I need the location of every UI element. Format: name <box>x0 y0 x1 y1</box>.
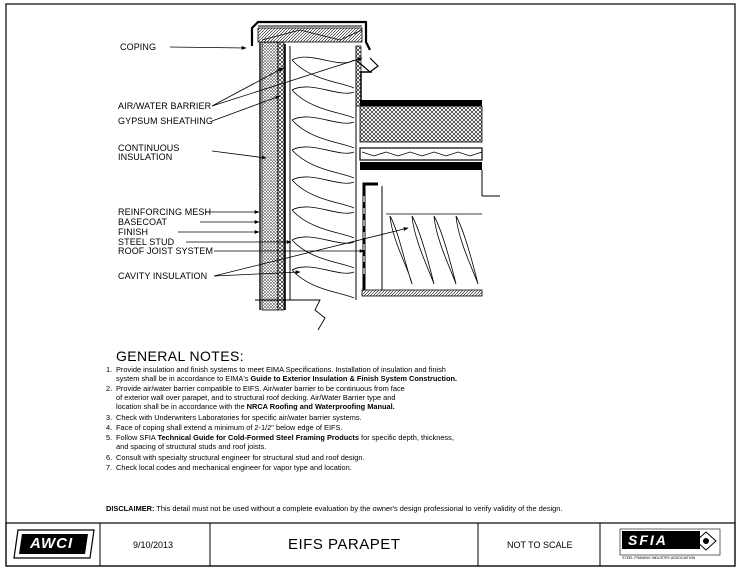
label-continuous-insulation-line2: INSULATION <box>118 152 173 162</box>
note-item: 6.Consult with specialty structural engi… <box>106 452 666 463</box>
disclaimer-label: DISCLAIMER: <box>106 504 155 513</box>
note-text: Provide air/water barrier compatible to … <box>116 384 405 394</box>
awci-logo <box>13 529 95 559</box>
roof-cavity-insulation <box>389 215 479 285</box>
drawing-title: EIFS PARAPET <box>288 536 401 553</box>
coping <box>250 20 371 51</box>
label-steel-stud: STEEL STUD <box>118 237 175 247</box>
note-text: Check with Underwriters Laboratories for… <box>116 412 362 422</box>
leader-lines <box>169 46 409 277</box>
label-finish: FINISH <box>118 227 149 237</box>
note-text: and spacing of structural studs and roof… <box>116 442 267 452</box>
note-item: 2.Provide air/water barrier compatible t… <box>106 384 666 412</box>
note-text: location shall be in accordance with the <box>116 402 247 412</box>
note-number: 6. <box>106 452 113 462</box>
note-text: Consult with specialty structural engine… <box>116 452 365 462</box>
disclaimer-text: This detail must not be used without a c… <box>154 504 563 513</box>
label-reinforcing-mesh: REINFORCING MESH <box>118 207 212 217</box>
note-text: Follow SFIA <box>116 433 158 443</box>
drawing-date: 9/10/2013 <box>133 540 174 550</box>
note-text: Face of coping shall extend a minimum of… <box>116 422 343 432</box>
note-item: 7.Check local codes and mechanical engin… <box>106 463 666 473</box>
roof-insulation <box>359 105 483 143</box>
note-item: 5.Follow SFIA Technical Guide for Cold-F… <box>106 433 666 452</box>
general-notes-list: 1.Provide insulation and finish systems … <box>106 365 666 474</box>
label-gypsum-sheathing: GYPSUM SHEATHING <box>118 116 213 126</box>
note-bold-reference: Guide to Exterior Insulation & Finish Sy… <box>250 373 458 383</box>
note-number: 4. <box>106 422 113 432</box>
note-text: Check local codes and mechanical enginee… <box>116 463 352 473</box>
note-text: Provide insulation and finish systems to… <box>116 365 446 374</box>
note-number: 3. <box>106 412 113 422</box>
wall-cavity-insulation <box>291 56 355 299</box>
label-roof-joist-system: ROOF JOIST SYSTEM <box>118 246 214 256</box>
note-text: for specific depth, thickness, <box>358 433 454 443</box>
note-item: 4.Face of coping shall extend a minimum … <box>106 422 666 433</box>
disclaimer: DISCLAIMER: This detail must not be used… <box>106 504 562 513</box>
general-notes-title: GENERAL NOTES: <box>116 348 244 364</box>
roof-deck <box>359 147 483 161</box>
note-item: 1.Provide insulation and finish systems … <box>106 365 666 384</box>
awci-logo-text: AWCI <box>30 535 74 552</box>
drawing-scale: NOT TO SCALE <box>507 540 573 550</box>
note-text: system shall be in accordance to EIMA's <box>116 373 251 383</box>
eifs-insulation <box>261 41 279 311</box>
note-number: 5. <box>106 433 113 443</box>
sfia-logo-text: SFIA <box>628 532 668 548</box>
note-bold-reference: NRCA Roofing and Waterproofing Manual. <box>246 402 395 412</box>
label-continuous-insulation-line1: CONTINUOUS <box>118 143 180 153</box>
sheet-border <box>5 3 736 567</box>
note-text: of exterior wall over parapet, and to st… <box>116 393 396 403</box>
label-air-water-barrier: AIR/WATER BARRIER <box>118 101 212 111</box>
label-coping: COPING <box>120 42 157 52</box>
label-basecoat: BASECOAT <box>118 217 168 227</box>
sfia-logo-subtitle: STEEL FRAMING INDUSTRY ASSOCIATION <box>622 556 696 560</box>
gypsum-sheathing <box>277 41 285 311</box>
title-block <box>5 522 736 567</box>
note-item: 3.Check with Underwriters Laboratories f… <box>106 412 666 423</box>
note-bold-reference: Technical Guide for Cold-Formed Steel Fr… <box>157 433 359 443</box>
note-number: 2. <box>106 384 113 394</box>
note-number: 7. <box>106 463 113 473</box>
note-number: 1. <box>106 365 113 374</box>
sfia-logo <box>619 528 721 556</box>
label-cavity-insulation: CAVITY INSULATION <box>118 271 208 281</box>
